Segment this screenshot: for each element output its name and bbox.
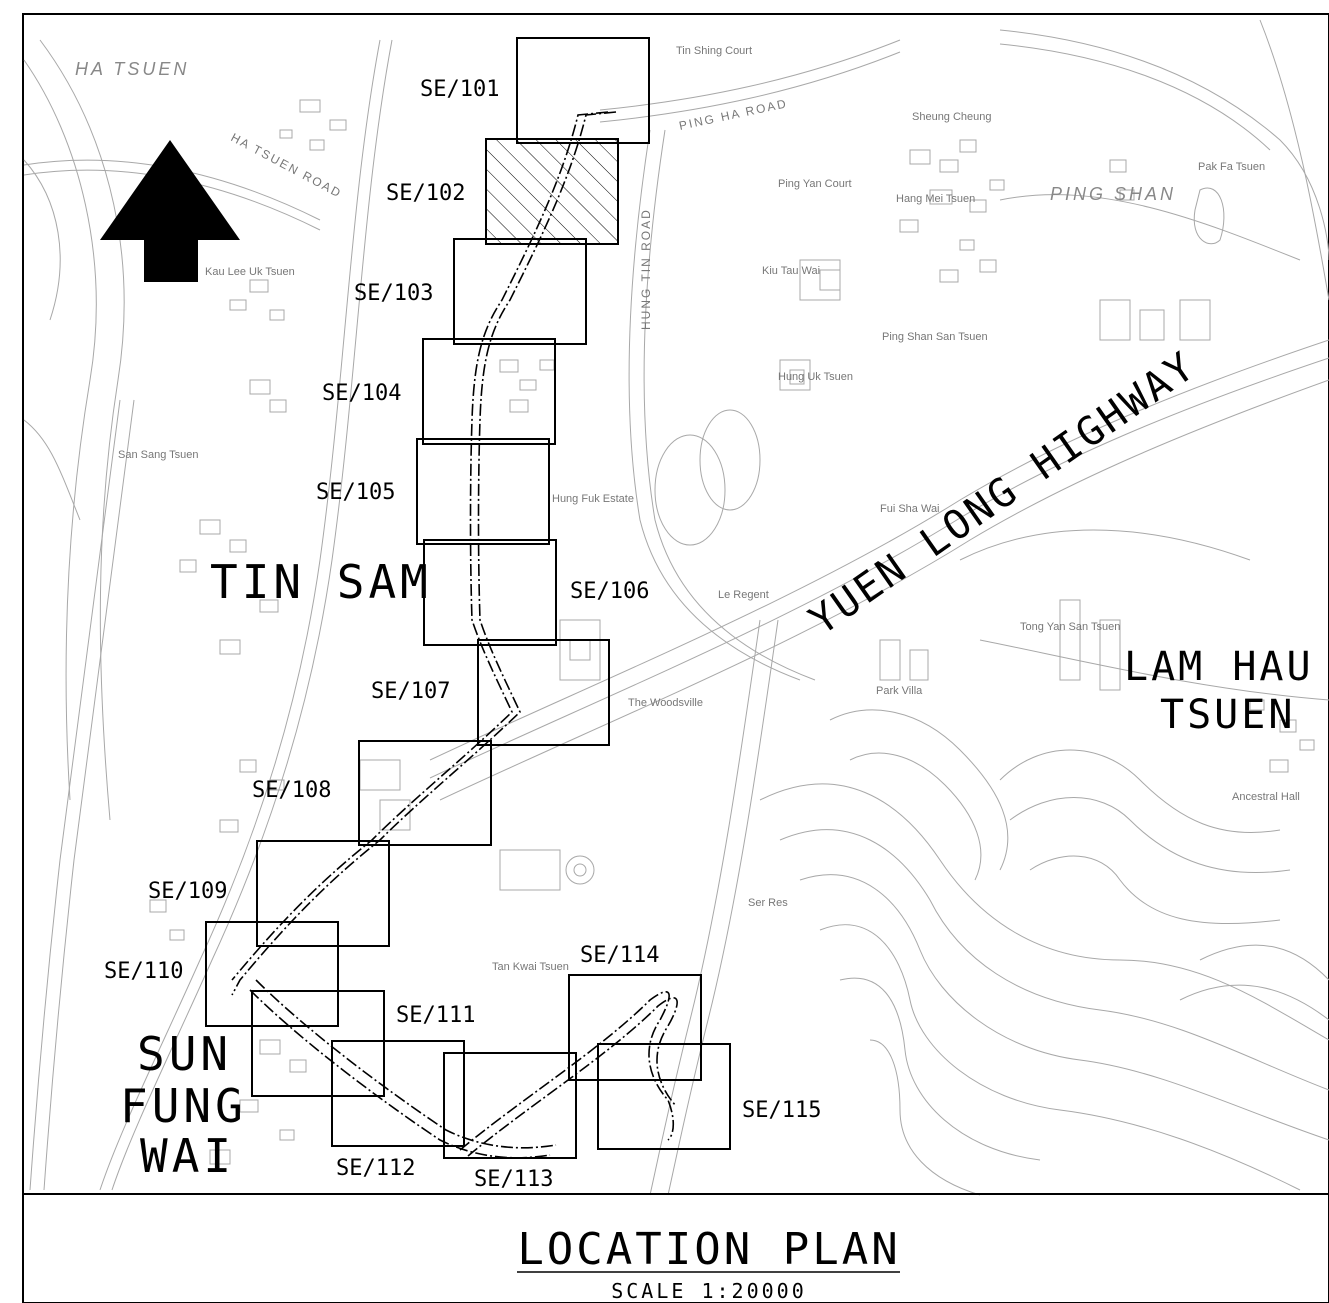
place-hung-uk: Hung Uk Tsuen [778,371,853,383]
sheet-frame-se113 [443,1052,577,1159]
sheet-label-se106: SE/106 [570,579,649,604]
area-tsuen: TSUEN [1160,692,1295,738]
map-background [23,19,1329,1196]
sheet-label-se102: SE/102 [386,181,465,206]
sheet-frame-se102 [485,138,619,245]
place-ping-shan: PING SHAN [1050,184,1176,204]
place-ping-yan-court: Ping Yan Court [778,178,852,190]
place-ha-tsuen: HA TSUEN [75,59,189,79]
sheet-frame-se111 [251,990,385,1097]
place-hung-fuk: Hung Fuk Estate [552,493,634,505]
area-fung: FUNG [120,1079,247,1133]
place-hang-mei: Hang Mei Tsuen [896,193,975,205]
sheet-label-se107: SE/107 [371,679,450,704]
place-san-sang: San Sang Tsuen [118,449,199,461]
sheet-label-se115: SE/115 [742,1098,821,1123]
sheet-labels: SE/101 SE/102 SE/103 SE/104 SE/105 SE/10… [104,77,821,1192]
sheet-frame-se114 [568,974,702,1081]
area-wai: WAI [140,1129,235,1183]
north-arrow-icon [100,140,240,282]
sheet-label-se108: SE/108 [252,778,331,803]
place-sheung-cheung: Sheung Cheung [912,111,992,123]
place-ancestral-hall: Ancestral Hall [1232,791,1300,803]
sheet-frame-se110 [205,921,339,1027]
sheet-frames [205,37,731,1159]
place-ser-res: Ser Res [748,897,788,909]
place-pak-fa: Pak Fa Tsuen [1198,161,1265,173]
place-ping-shan-san: Ping Shan San Tsuen [882,331,988,343]
place-tan-kwai: Tan Kwai Tsuen [492,961,569,973]
sheet-label-se111: SE/111 [396,1003,475,1028]
place-tin-shing-court: Tin Shing Court [676,45,752,57]
sheet-label-se112: SE/112 [336,1156,415,1181]
place-tong-yan: Tong Yan San Tsuen [1020,621,1120,633]
area-tin-sam: TIN SAM [210,555,432,609]
plan-title: LOCATION PLAN [517,1224,900,1275]
area-lam-hau: LAM HAU [1124,644,1314,690]
place-le-regent: Le Regent [718,589,769,601]
place-the-woodsville: The Woodsville [628,697,703,709]
sheet-label-se110: SE/110 [104,959,183,984]
sheet-frame-se108 [358,740,492,846]
area-sun: SUN [137,1027,232,1081]
sheet-label-se103: SE/103 [354,281,433,306]
sheet-label-se109: SE/109 [148,879,227,904]
place-kiu-tau-wai: Kiu Tau Wai [762,265,820,277]
place-park-villa: Park Villa [876,685,923,697]
road-hung-tin: HUNG TIN ROAD [639,208,653,330]
sheet-frame-se106 [423,539,557,646]
plan-scale: SCALE 1:20000 [611,1279,807,1303]
sheet-frame-se107 [477,639,610,746]
sheet-label-se113: SE/113 [474,1167,553,1192]
sheet-label-se105: SE/105 [316,480,395,505]
sheet-label-se114: SE/114 [580,943,659,968]
place-kau-lee-uk: Kau Lee Uk Tsuen [205,266,295,278]
sheet-frame-se115 [597,1043,731,1150]
sheet-frame-se109 [256,840,390,947]
sheet-label-se101: SE/101 [420,77,499,102]
drawing-border [22,13,1329,1303]
sheet-frame-se112 [331,1040,465,1147]
sheet-frame-se103 [453,238,587,345]
place-fui-sha-wai: Fui Sha Wai [880,503,940,515]
sheet-frame-se104 [422,338,556,445]
sheet-label-se104: SE/104 [322,381,401,406]
sheet-frame-se105 [416,438,550,545]
